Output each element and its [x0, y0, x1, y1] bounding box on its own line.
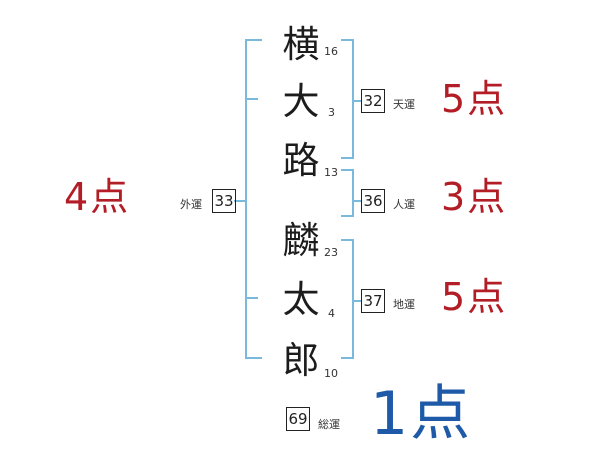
stroke-count-3: 13: [324, 166, 338, 179]
name-char-4: 麟: [282, 219, 320, 262]
name-char-1: 横: [282, 23, 320, 66]
jinkaku-value: 36: [361, 189, 385, 213]
chikaku-value: 37: [361, 289, 385, 313]
soukaku-value: 69: [286, 407, 310, 431]
chikaku-score: 5点: [441, 275, 508, 319]
stroke-count-4: 23: [324, 246, 338, 259]
chikaku-label: 地運: [393, 298, 415, 311]
jinkaku-bracket: [341, 169, 354, 217]
gaikaku-label: 外運: [180, 198, 202, 211]
gaikaku-value: 33: [212, 189, 236, 213]
name-char-2: 大: [282, 80, 320, 123]
soukaku-label: 総運: [318, 418, 340, 431]
soukaku-score: 1点: [370, 379, 473, 449]
jinkaku-score: 3点: [441, 175, 508, 219]
gaikaku-score: 4点: [64, 175, 131, 219]
stroke-count-5: 4: [328, 307, 335, 320]
gaikaku-bracket: [245, 39, 262, 359]
tenkaku-score: 5点: [441, 77, 508, 121]
tenkaku-value: 32: [361, 89, 385, 113]
tenkaku-label: 天運: [393, 98, 415, 111]
stroke-count-6: 10: [324, 367, 338, 380]
name-char-6: 郎: [282, 339, 320, 382]
stroke-count-2: 3: [328, 106, 335, 119]
name-char-3: 路: [282, 139, 320, 182]
stroke-count-1: 16: [324, 45, 338, 58]
tenkaku-bracket: [341, 39, 354, 159]
name-char-5: 太: [282, 278, 320, 321]
jinkaku-label: 人運: [393, 198, 415, 211]
chikaku-bracket: [341, 239, 354, 359]
